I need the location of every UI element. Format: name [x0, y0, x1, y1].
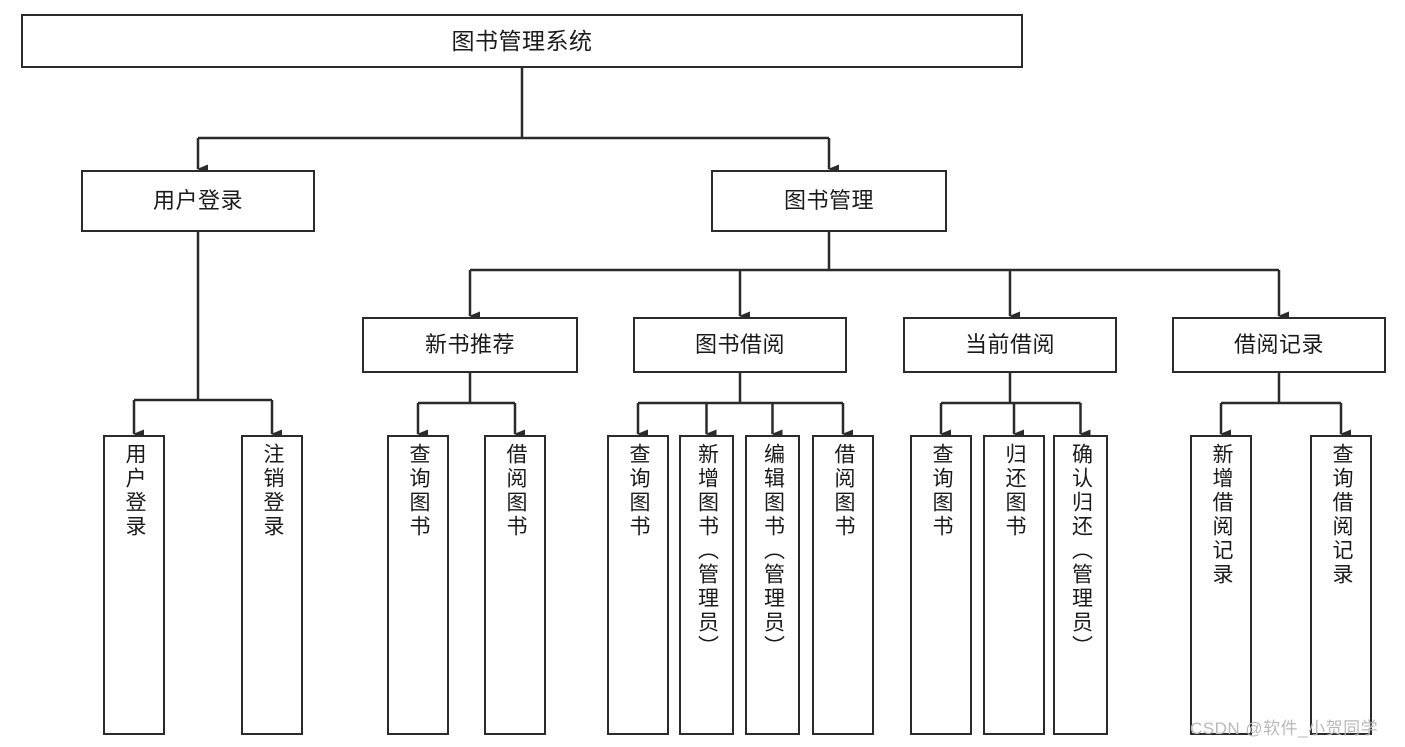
leaf-query-book-borrowing[interactable]: 查询图书 — [607, 435, 669, 735]
node-label: 借阅记录 — [1233, 331, 1324, 357]
node-label: 用户登录 — [123, 443, 147, 539]
leaf-borrow-book[interactable]: 借阅图书 — [812, 435, 874, 735]
node-label: 当前借阅 — [964, 331, 1055, 357]
node-label: 新书推荐 — [424, 331, 515, 357]
leaf-return-book[interactable]: 归还图书 — [983, 435, 1045, 735]
node-label: 注销登录 — [261, 443, 285, 539]
leaf-edit-book-admin[interactable]: 编辑图书（管理员） — [745, 435, 800, 735]
node-label: 图书管理 — [783, 187, 874, 213]
node-current-borrowing[interactable]: 当前借阅 — [903, 317, 1117, 373]
node-user-login[interactable]: 用户登录 — [81, 170, 315, 232]
leaf-borrow-book-recommendation[interactable]: 借阅图书 — [484, 435, 546, 735]
leaf-query-borrow-record[interactable]: 查询借阅记录 — [1310, 435, 1372, 735]
node-label: 编辑图书（管理员） — [761, 443, 785, 659]
node-label: 查询图书 — [627, 443, 651, 539]
node-label: 新增图书（管理员） — [695, 443, 719, 659]
leaf-logout[interactable]: 注销登录 — [241, 435, 303, 735]
node-book-management[interactable]: 图书管理 — [711, 170, 947, 232]
leaf-user-login[interactable]: 用户登录 — [103, 435, 165, 735]
node-label: 借阅图书 — [832, 443, 856, 539]
node-label: 图书借阅 — [694, 331, 785, 357]
edge-paths — [132, 68, 1351, 439]
leaf-query-book-current[interactable]: 查询图书 — [910, 435, 972, 735]
node-label: 查询图书 — [407, 443, 431, 539]
node-label: 查询图书 — [930, 443, 954, 539]
leaf-add-borrow-record[interactable]: 新增借阅记录 — [1190, 435, 1252, 735]
node-label: 新增借阅记录 — [1210, 443, 1234, 587]
node-label: 借阅图书 — [504, 443, 528, 539]
leaf-add-book-admin[interactable]: 新增图书（管理员） — [679, 435, 734, 735]
node-label: 确认归还（管理员） — [1069, 443, 1093, 659]
node-label: 归还图书 — [1003, 443, 1027, 539]
node-root-book-management-system[interactable]: 图书管理系统 — [21, 14, 1023, 68]
node-book-borrowing[interactable]: 图书借阅 — [633, 317, 847, 373]
node-label: 用户登录 — [152, 187, 243, 213]
node-label: 查询借阅记录 — [1330, 443, 1354, 587]
csdn-watermark: CSDN @软件_小贺同学 — [1190, 719, 1379, 738]
node-new-book-recommendation[interactable]: 新书推荐 — [362, 317, 578, 373]
leaf-query-book-recommendation[interactable]: 查询图书 — [387, 435, 449, 735]
leaf-confirm-return-admin[interactable]: 确认归还（管理员） — [1053, 435, 1108, 735]
node-borrowing-record[interactable]: 借阅记录 — [1172, 317, 1386, 373]
node-label: 图书管理系统 — [451, 27, 593, 54]
